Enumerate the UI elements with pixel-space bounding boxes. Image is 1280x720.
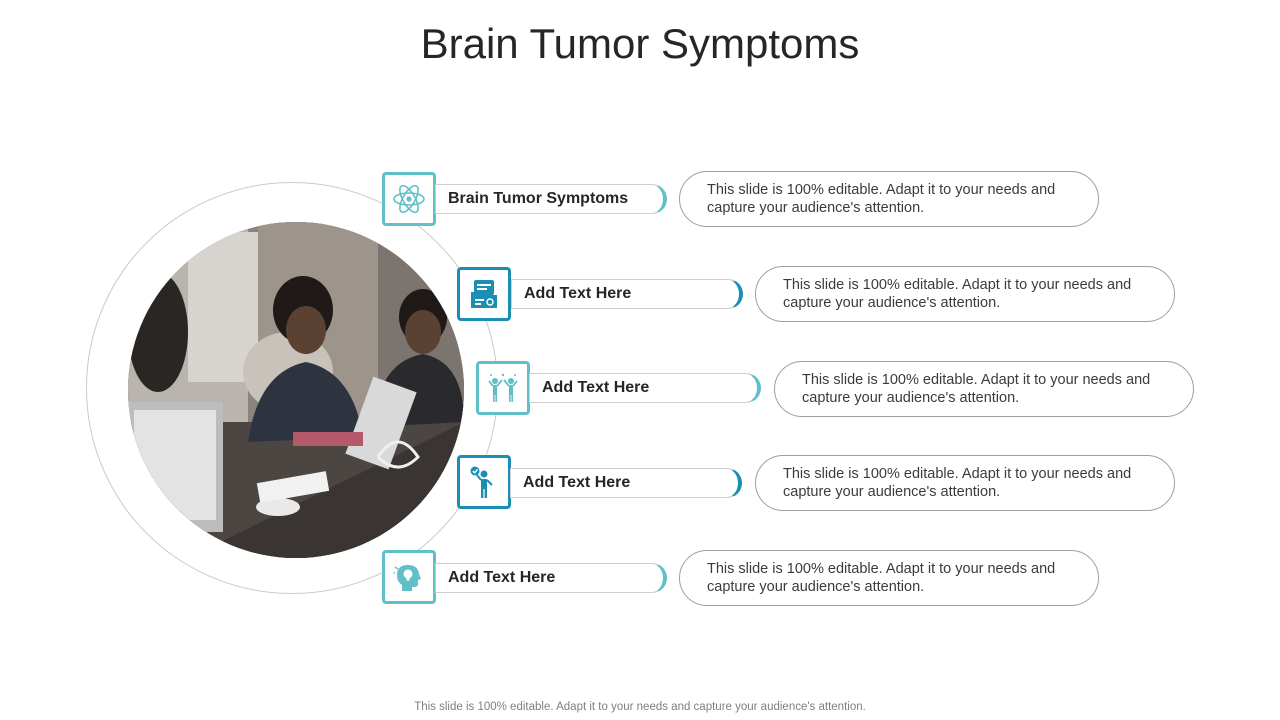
item-1-description: This slide is 100% editable. Adapt it to… — [679, 171, 1099, 227]
item-3-description-text: This slide is 100% editable. Adapt it to… — [802, 372, 1151, 406]
slide-title: Brain Tumor Symptoms — [420, 20, 860, 67]
item-4-description: This slide is 100% editable. Adapt it to… — [755, 455, 1175, 511]
item-2-label-pill: Add Text Here — [511, 279, 743, 309]
item-1-label-pill: Brain Tumor Symptoms — [435, 184, 667, 214]
item-5-description: This slide is 100% editable. Adapt it to… — [679, 550, 1099, 606]
item-3-description: This slide is 100% editable. Adapt it to… — [774, 361, 1194, 417]
item-3-label: Add Text Here — [542, 379, 650, 396]
meeting-photo — [128, 222, 464, 558]
item-1-label: Brain Tumor Symptoms — [448, 190, 629, 207]
item-4-description-text: This slide is 100% editable. Adapt it to… — [783, 466, 1132, 500]
item-3-icon-box — [476, 361, 530, 415]
item-5-icon-box — [382, 550, 436, 604]
item-2-icon-box — [457, 267, 511, 321]
item-2-description: This slide is 100% editable. Adapt it to… — [755, 266, 1175, 322]
person-checkmark-icon — [470, 466, 493, 498]
item-4-label-pill: Add Text Here — [510, 468, 742, 498]
item-1-description-text: This slide is 100% editable. Adapt it to… — [707, 182, 1056, 216]
head-lightbulb-icon — [393, 565, 421, 591]
atom-icon — [393, 184, 425, 214]
item-2-label: Add Text Here — [524, 285, 632, 302]
item-3-label-pill: Add Text Here — [529, 373, 761, 403]
item-4-icon-box — [457, 455, 511, 509]
item-5-label-pill: Add Text Here — [435, 563, 667, 593]
team-celebration-icon — [488, 373, 518, 402]
item-5-label: Add Text Here — [448, 569, 556, 586]
document-folder-icon — [471, 280, 497, 308]
slide-footer: This slide is 100% editable. Adapt it to… — [414, 701, 866, 713]
item-2-description-text: This slide is 100% editable. Adapt it to… — [783, 277, 1132, 311]
item-1-icon-box — [382, 172, 436, 226]
item-4-label: Add Text Here — [523, 474, 631, 491]
item-5-description-text: This slide is 100% editable. Adapt it to… — [707, 561, 1056, 595]
